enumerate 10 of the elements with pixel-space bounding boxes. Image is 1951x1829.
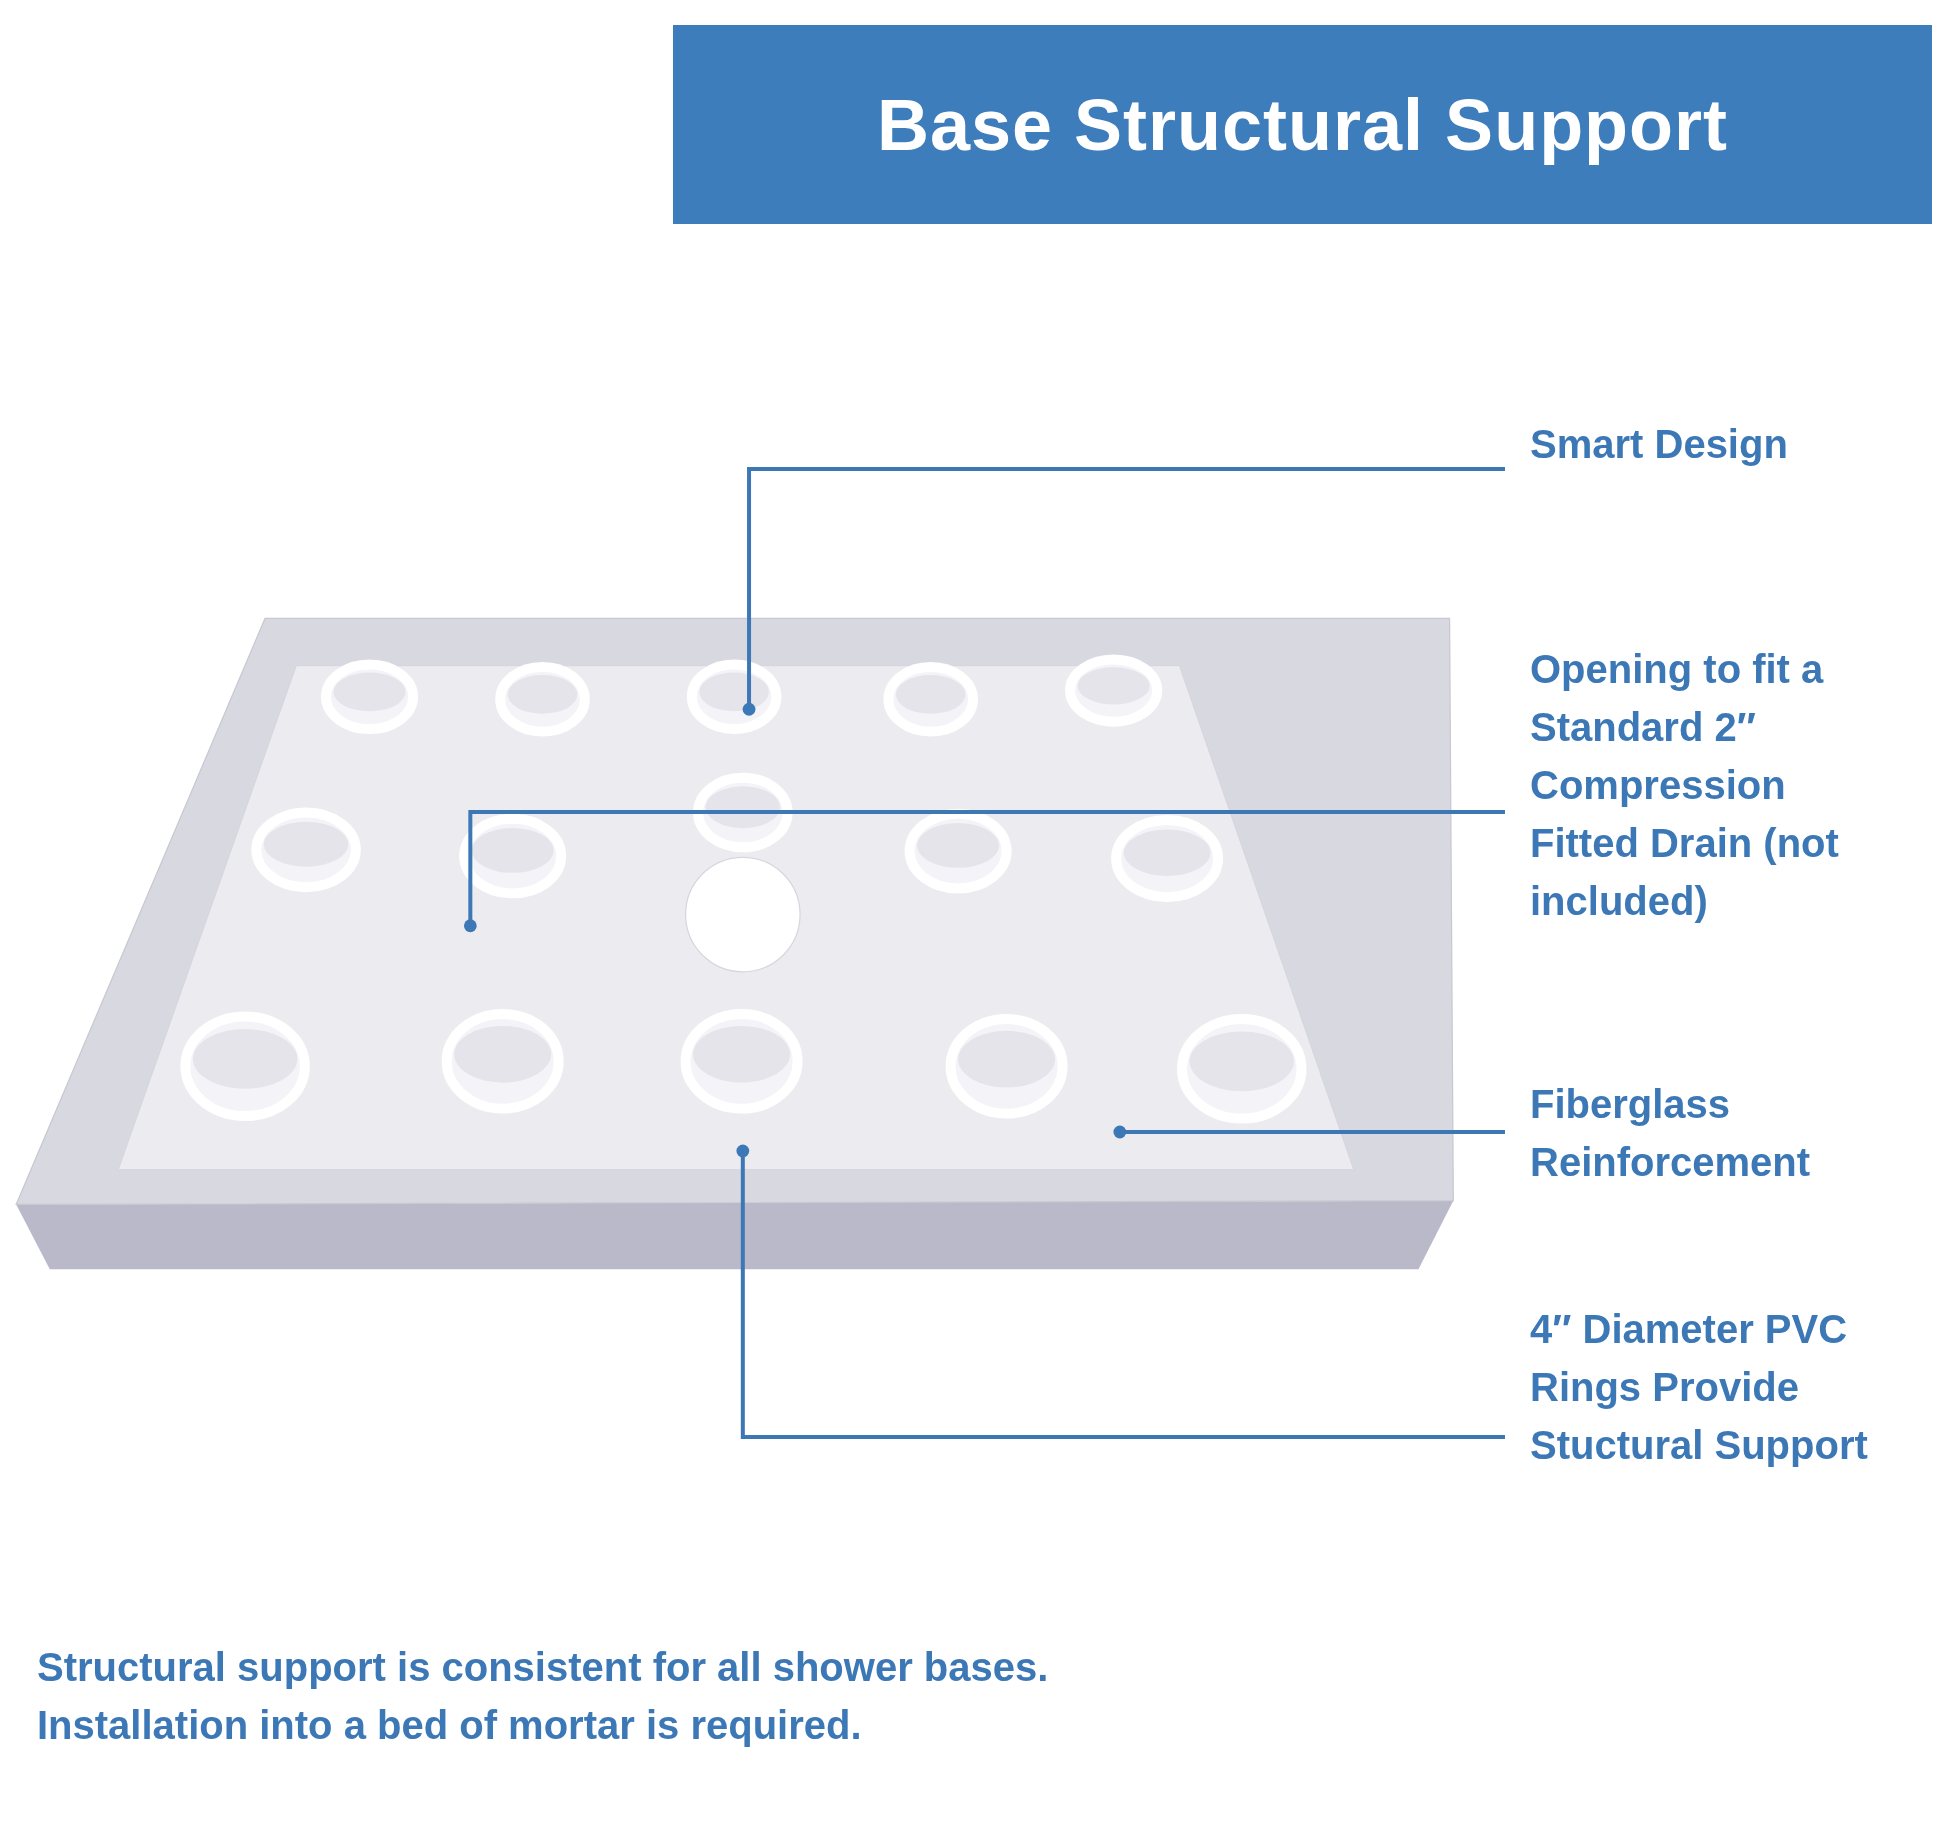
leader-line — [1113, 1125, 1505, 1139]
callout-text: 4″ Diameter PVC Rings Provide Stuctural Support — [1505, 1300, 1905, 1474]
callout-text: Smart Design — [1505, 415, 1905, 473]
callout-text: Opening to fit a Standard 2″ Compression Fitted Drain (not included) — [1505, 640, 1905, 930]
note-text: Structural support is consistent for all shower bases. Installation into a bed of mortar is required. — [37, 1644, 1050, 1749]
leader-line — [742, 467, 1505, 716]
leader-line — [736, 1144, 1505, 1439]
leader-line — [463, 810, 1505, 933]
title: Base Structural Support — [876, 83, 1729, 166]
callout-text: Fiberglass Reinforcement — [1505, 1075, 1905, 1191]
